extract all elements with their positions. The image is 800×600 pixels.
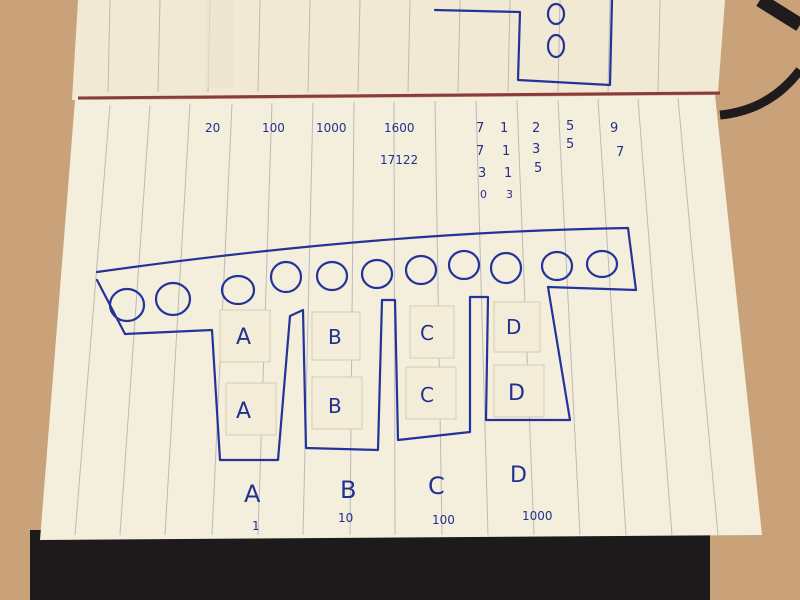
svg-text:1: 1	[500, 121, 508, 136]
num-20: 20	[205, 121, 220, 135]
svg-text:D: D	[506, 315, 521, 339]
svg-text:A: A	[236, 399, 251, 424]
strap-top	[756, 0, 800, 31]
bin-label-A: A	[244, 480, 261, 508]
bin-label-B: B	[340, 476, 356, 504]
svg-text:7: 7	[476, 144, 484, 159]
svg-text:C: C	[420, 321, 434, 345]
num-100: 100	[262, 121, 285, 135]
svg-text:1: 1	[504, 166, 512, 181]
svg-text:9: 9	[610, 121, 618, 136]
page-binding	[77, 91, 721, 100]
note-A-1: A	[219, 309, 271, 363]
top-page-sketch	[205, 0, 614, 88]
note-D-1: D	[493, 301, 541, 353]
svg-text:7: 7	[616, 145, 624, 160]
bin-label-C: C	[428, 472, 445, 500]
svg-text:5: 5	[566, 137, 574, 152]
bead-sketch	[95, 226, 638, 462]
svg-text:A: A	[236, 325, 251, 350]
svg-text:5: 5	[534, 161, 542, 176]
num-1600: 1600	[384, 121, 415, 135]
num-1000: 1000	[316, 121, 347, 135]
note-C-1: C	[409, 305, 455, 359]
note-B-2: B	[311, 376, 363, 430]
svg-text:C: C	[420, 383, 434, 407]
tally-col4: 5 5	[566, 119, 574, 152]
svg-text:3: 3	[506, 188, 513, 201]
note-C-2: C	[405, 366, 457, 420]
notebook-cover	[30, 530, 710, 600]
tally-col1: 7 7 3 0	[476, 121, 487, 201]
svg-text:7: 7	[476, 121, 484, 136]
bin-label-D: D	[510, 463, 527, 488]
svg-text:B: B	[328, 394, 342, 418]
svg-text:0: 0	[480, 188, 487, 201]
tally-col5: 9 7	[610, 121, 624, 160]
bin-value-10: 10	[338, 511, 353, 525]
svg-text:1: 1	[502, 144, 510, 159]
bin-value-100: 100	[432, 513, 455, 527]
svg-text:D: D	[508, 381, 525, 406]
svg-text:5: 5	[566, 119, 574, 134]
bin-value-1000: 1000	[522, 509, 553, 523]
top-page	[72, 0, 725, 100]
tally-col3: 2 3 5	[532, 121, 542, 176]
note-A-2: A	[225, 382, 277, 436]
svg-text:3: 3	[478, 166, 486, 181]
svg-text:3: 3	[532, 142, 540, 157]
note-B-1: B	[311, 311, 361, 361]
svg-text:B: B	[328, 325, 342, 349]
main-page	[40, 95, 762, 540]
tally-col2: 1 1 1 3	[500, 121, 513, 201]
bin-value-1: 1	[252, 519, 260, 533]
elastic-strap	[719, 67, 800, 120]
note-D-2: D	[493, 364, 545, 418]
svg-text:2: 2	[532, 121, 540, 136]
num-17122: 17122	[380, 153, 418, 167]
